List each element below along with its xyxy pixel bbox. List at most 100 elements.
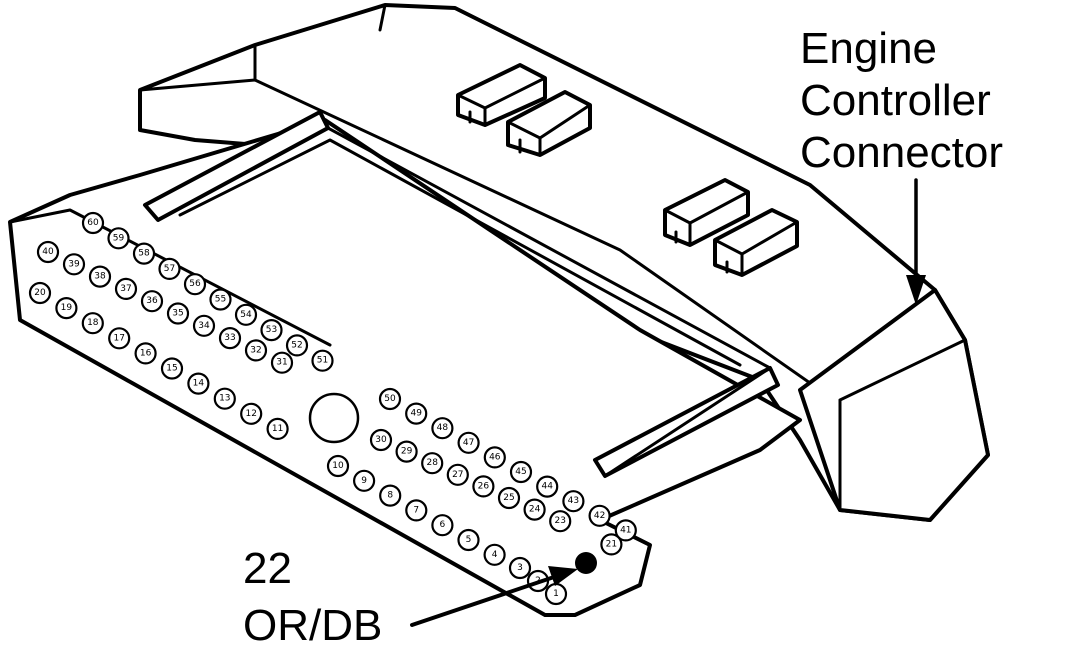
pin-45 <box>509 460 533 484</box>
pin-7 <box>405 499 428 522</box>
pin-32 <box>244 339 268 362</box>
pin-34 <box>192 314 216 337</box>
pin-54 <box>234 303 258 326</box>
pin-28 <box>421 452 444 475</box>
pin-37 <box>114 277 138 300</box>
pin-3 <box>508 556 532 580</box>
latch-tab-2 <box>506 90 592 157</box>
pin-57 <box>158 257 181 280</box>
pin-19 <box>55 297 78 320</box>
pin-51 <box>311 349 334 372</box>
pin-20 <box>28 281 52 305</box>
pin-label-24: 24 <box>529 505 541 515</box>
pin-41 <box>614 519 637 542</box>
pin-49 <box>405 402 428 425</box>
pin-label-44: 44 <box>541 482 553 492</box>
pin-42 <box>588 504 611 527</box>
pin-33 <box>218 327 242 350</box>
pin-26 <box>472 475 495 498</box>
pin-59 <box>107 227 130 250</box>
pin-label-54: 54 <box>240 310 252 320</box>
callout-arrow-head <box>548 566 578 586</box>
pin-47 <box>457 431 480 454</box>
rear-right-block-edge <box>838 338 967 512</box>
callout-pin-number: 22 <box>243 544 292 593</box>
title-line-3: Connector <box>800 128 1003 177</box>
pin-label-36: 36 <box>146 296 158 306</box>
pin-label-10: 10 <box>332 461 344 471</box>
pin-9 <box>353 469 376 492</box>
pin-label-59: 59 <box>113 233 125 243</box>
pin-11 <box>266 417 289 440</box>
pin-55 <box>209 288 232 311</box>
pin-43 <box>562 490 585 513</box>
pin-label-11: 11 <box>272 424 283 434</box>
pin-label-5: 5 <box>466 535 472 545</box>
pin-15 <box>160 357 184 380</box>
pin-label-21: 21 <box>606 539 617 549</box>
title-line-2: Controller <box>800 76 991 125</box>
pin-12 <box>240 402 263 425</box>
pin-14 <box>187 372 210 395</box>
latch-tab-4 <box>713 208 799 277</box>
pin-label-29: 29 <box>401 447 413 457</box>
pin-31 <box>270 351 294 374</box>
pin-label-32: 32 <box>250 345 261 355</box>
pin-label-14: 14 <box>193 379 205 389</box>
highlight-pin-marker <box>575 552 597 574</box>
pin-35 <box>166 302 190 325</box>
pin-36 <box>140 290 164 313</box>
pin-label-20: 20 <box>34 288 46 298</box>
pin-44 <box>536 475 559 498</box>
pin-label-40: 40 <box>42 247 54 257</box>
label-arrow-head <box>906 275 926 305</box>
pin-label-19: 19 <box>61 303 73 313</box>
center-key-hole <box>308 392 360 444</box>
pin-label-45: 45 <box>515 467 526 477</box>
pin-label-17: 17 <box>113 333 124 343</box>
pin-label-7: 7 <box>413 505 419 515</box>
pin-23 <box>549 510 572 533</box>
pin-label-39: 39 <box>68 259 80 269</box>
pin-label-57: 57 <box>164 264 175 274</box>
pin-58 <box>132 242 156 265</box>
pin-label-35: 35 <box>172 309 183 319</box>
pin-50 <box>378 387 402 411</box>
pin-38 <box>88 265 112 288</box>
latch-tab-1 <box>456 63 547 127</box>
callout-wire-color: OR/DB <box>243 601 382 650</box>
pin-label-37: 37 <box>120 284 131 294</box>
pin-label-47: 47 <box>463 438 474 448</box>
title-line-1: Engine <box>800 24 937 73</box>
pin-24 <box>523 498 546 521</box>
pin-label-31: 31 <box>276 358 287 368</box>
pin-48 <box>431 417 454 440</box>
pin-30 <box>369 428 393 452</box>
pin-label-30: 30 <box>375 435 387 445</box>
pin-label-23: 23 <box>554 516 565 526</box>
pin-18 <box>81 312 104 335</box>
pin-label-28: 28 <box>426 458 438 468</box>
pin-label-25: 25 <box>503 493 514 503</box>
pin-53 <box>260 319 283 342</box>
pin-25 <box>497 486 521 510</box>
pin-60 <box>81 211 105 235</box>
pin-6 <box>431 514 454 537</box>
pin-label-27: 27 <box>452 470 463 480</box>
pin-label-6: 6 <box>440 520 446 530</box>
pin-40 <box>36 240 60 264</box>
pin-label-42: 42 <box>594 511 605 521</box>
pin-56 <box>183 273 207 296</box>
pin-label-34: 34 <box>198 321 210 331</box>
pin-label-3: 3 <box>517 563 523 573</box>
pin-27 <box>446 463 469 486</box>
pin-label-50: 50 <box>384 394 396 404</box>
pin-label-43: 43 <box>568 496 579 506</box>
pin-8 <box>379 484 402 507</box>
callout-arrow-shaft <box>410 573 562 627</box>
pin-label-48: 48 <box>437 423 449 433</box>
rear-housing-top-edge <box>138 3 822 392</box>
pin-13 <box>213 387 236 410</box>
